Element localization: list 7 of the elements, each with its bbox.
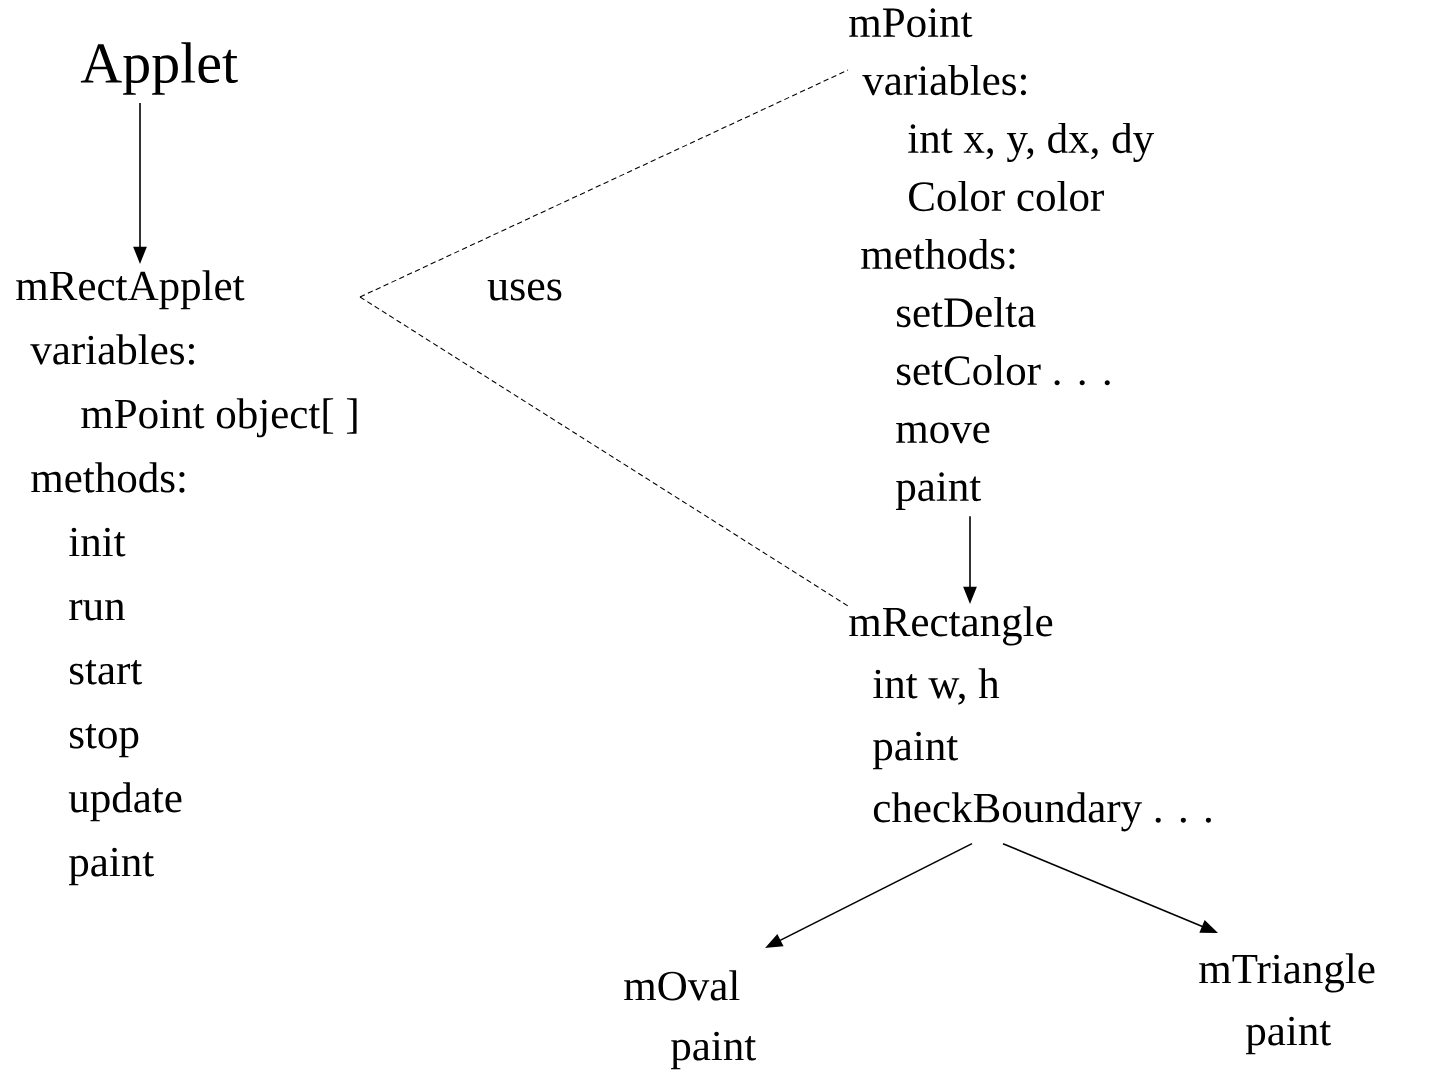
class-text: mRectApplet variables: mPoint object[ ] methods: init run start stop update paint	[16, 270, 357, 886]
class-text: mRectangle int w, h paint checkBoundary . . .	[849, 606, 1211, 832]
class-text: mPoint variables: int x, y, dx, dy Color color methods: setDelta setColor . . . move paint	[849, 8, 1154, 510]
edge-label: uses	[484, 276, 566, 304]
class-text: Applet	[80, 42, 238, 95]
class-text: mOval paint	[624, 970, 756, 1070]
class-text: mTriangle paint	[1199, 953, 1375, 1055]
